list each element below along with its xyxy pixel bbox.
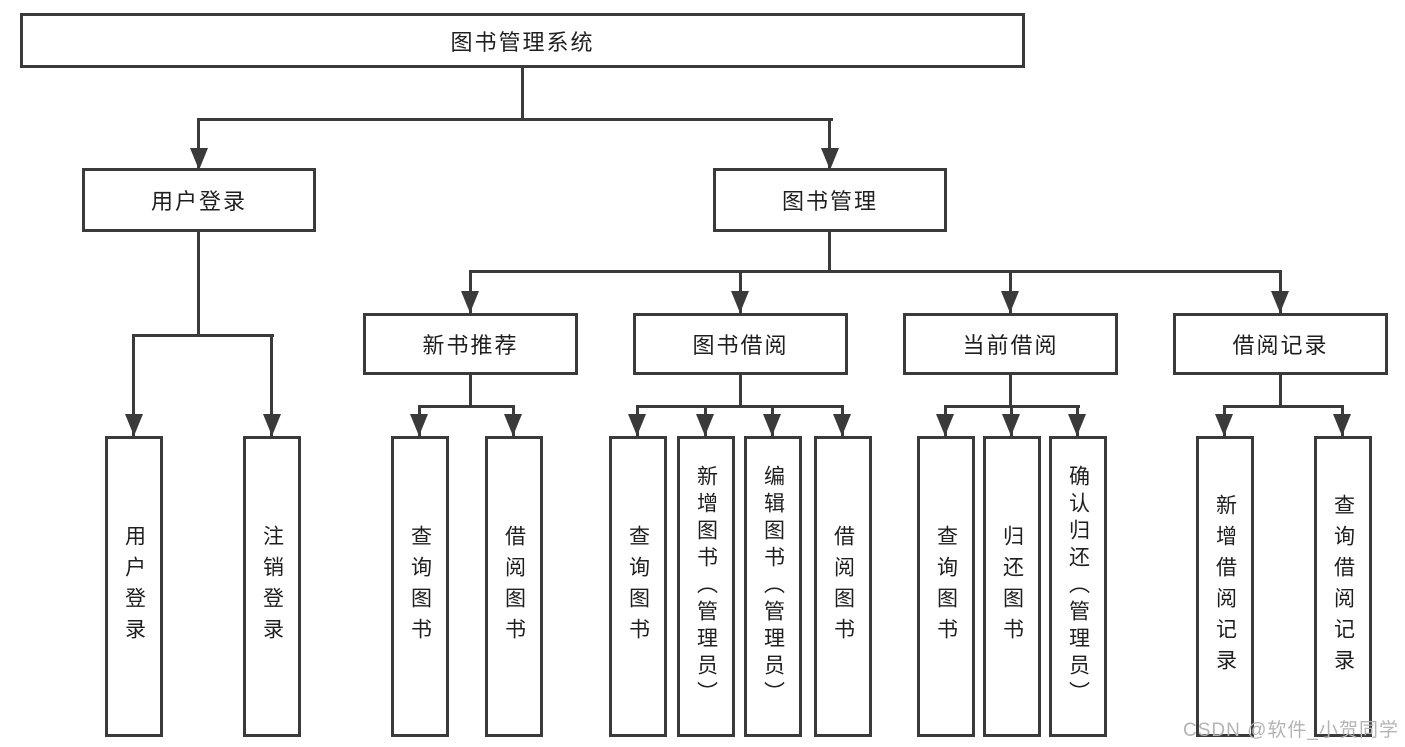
leaf-br-query-record: 查询借阅记录 (1314, 436, 1372, 737)
arrowhead-book-management (821, 148, 839, 170)
node-book-borrow: 图书借阅 (633, 313, 848, 375)
leaf-logout: 注销登录 (243, 436, 301, 737)
edge-book-borrow-bar (636, 405, 844, 408)
node-borrow-record: 借阅记录 (1173, 313, 1388, 375)
leaf-label: 查询图书 (408, 524, 432, 649)
leaf-cb-confirm-return-admin: 确认归还（管理员） (1049, 436, 1107, 737)
leaf-label: 借阅图书 (831, 524, 855, 649)
edge-drop-user-login (197, 118, 200, 170)
edge-new-book-bar (418, 405, 515, 408)
arrowhead-nb-query (410, 414, 428, 436)
leaf-label: 查询借阅记录 (1331, 493, 1355, 680)
node-new-book-recommend: 新书推荐 (363, 313, 578, 375)
edge-user-login-stem (197, 232, 200, 336)
leaf-label: 查询图书 (934, 524, 958, 649)
arrowhead-current-borrow (1001, 291, 1019, 313)
leaf-label: 查询图书 (626, 524, 650, 649)
leaf-label: 确认归还（管理员） (1066, 465, 1090, 708)
node-current-borrow: 当前借阅 (903, 313, 1118, 375)
node-user-login: 用户登录 (82, 168, 316, 232)
leaf-label: 归还图书 (1000, 524, 1024, 649)
leaf-bb-edit-book-admin: 编辑图书（管理员） (744, 436, 802, 737)
edge-current-borrow-stem (1009, 375, 1012, 408)
arrowhead-cb-return (1002, 414, 1020, 436)
arrowhead-bb-query (628, 414, 646, 436)
edge-new-book-stem (469, 375, 472, 408)
leaf-cb-query-book: 查询图书 (917, 436, 975, 737)
arrowhead-cb-query (936, 414, 954, 436)
edge-drop-login-leaf (132, 334, 135, 436)
leaf-label: 新增借阅记录 (1213, 493, 1237, 680)
edge-user-login-bar (132, 334, 274, 337)
leaf-br-add-record: 新增借阅记录 (1196, 436, 1254, 737)
edge-root-bar (197, 118, 833, 121)
arrowhead-user-login (190, 148, 208, 170)
node-library-management-system: 图书管理系统 (20, 13, 1025, 68)
arrowhead-borrow-record (1271, 291, 1289, 313)
leaf-nb-query-book: 查询图书 (391, 436, 449, 737)
edge-book-management-stem (828, 232, 831, 273)
arrowhead-new-book (461, 291, 479, 313)
arrowhead-br-add (1215, 414, 1233, 436)
arrowhead-bb-borrow (833, 414, 851, 436)
arrowhead-br-query (1333, 414, 1351, 436)
leaf-label: 用户登录 (122, 524, 146, 649)
leaf-label: 编辑图书（管理员） (761, 465, 785, 708)
edge-drop-logout-leaf (270, 334, 273, 436)
csdn-watermark: CSDN @软件_小贺同学 (1183, 720, 1399, 741)
leaf-bb-add-book-admin: 新增图书（管理员） (677, 436, 735, 737)
leaf-bb-query-book: 查询图书 (609, 436, 667, 737)
edge-borrow-record-stem (1279, 375, 1282, 408)
leaf-label: 借阅图书 (502, 524, 526, 649)
edge-book-borrow-stem (739, 375, 742, 408)
arrowhead-nb-borrow (504, 414, 522, 436)
edge-drop-book-management (828, 118, 831, 170)
arrowhead-bb-edit (763, 414, 781, 436)
leaf-nb-borrow-book: 借阅图书 (485, 436, 543, 737)
arrowhead-book-borrow (731, 291, 749, 313)
leaf-cb-return-book: 归还图书 (983, 436, 1041, 737)
leaf-user-login: 用户登录 (105, 436, 163, 737)
leaf-label: 注销登录 (260, 524, 284, 649)
leaf-bb-borrow-book: 借阅图书 (814, 436, 872, 737)
arrowhead-logout-leaf (263, 414, 281, 436)
arrowhead-bb-add (696, 414, 714, 436)
leaf-label: 新增图书（管理员） (694, 465, 718, 708)
edge-book-management-bar (469, 270, 1282, 273)
node-book-management: 图书管理 (713, 168, 947, 232)
arrowhead-login-leaf (125, 414, 143, 436)
edge-root-stem (521, 68, 524, 121)
edge-borrow-record-bar (1223, 405, 1344, 408)
arrowhead-cb-confirm (1068, 414, 1086, 436)
